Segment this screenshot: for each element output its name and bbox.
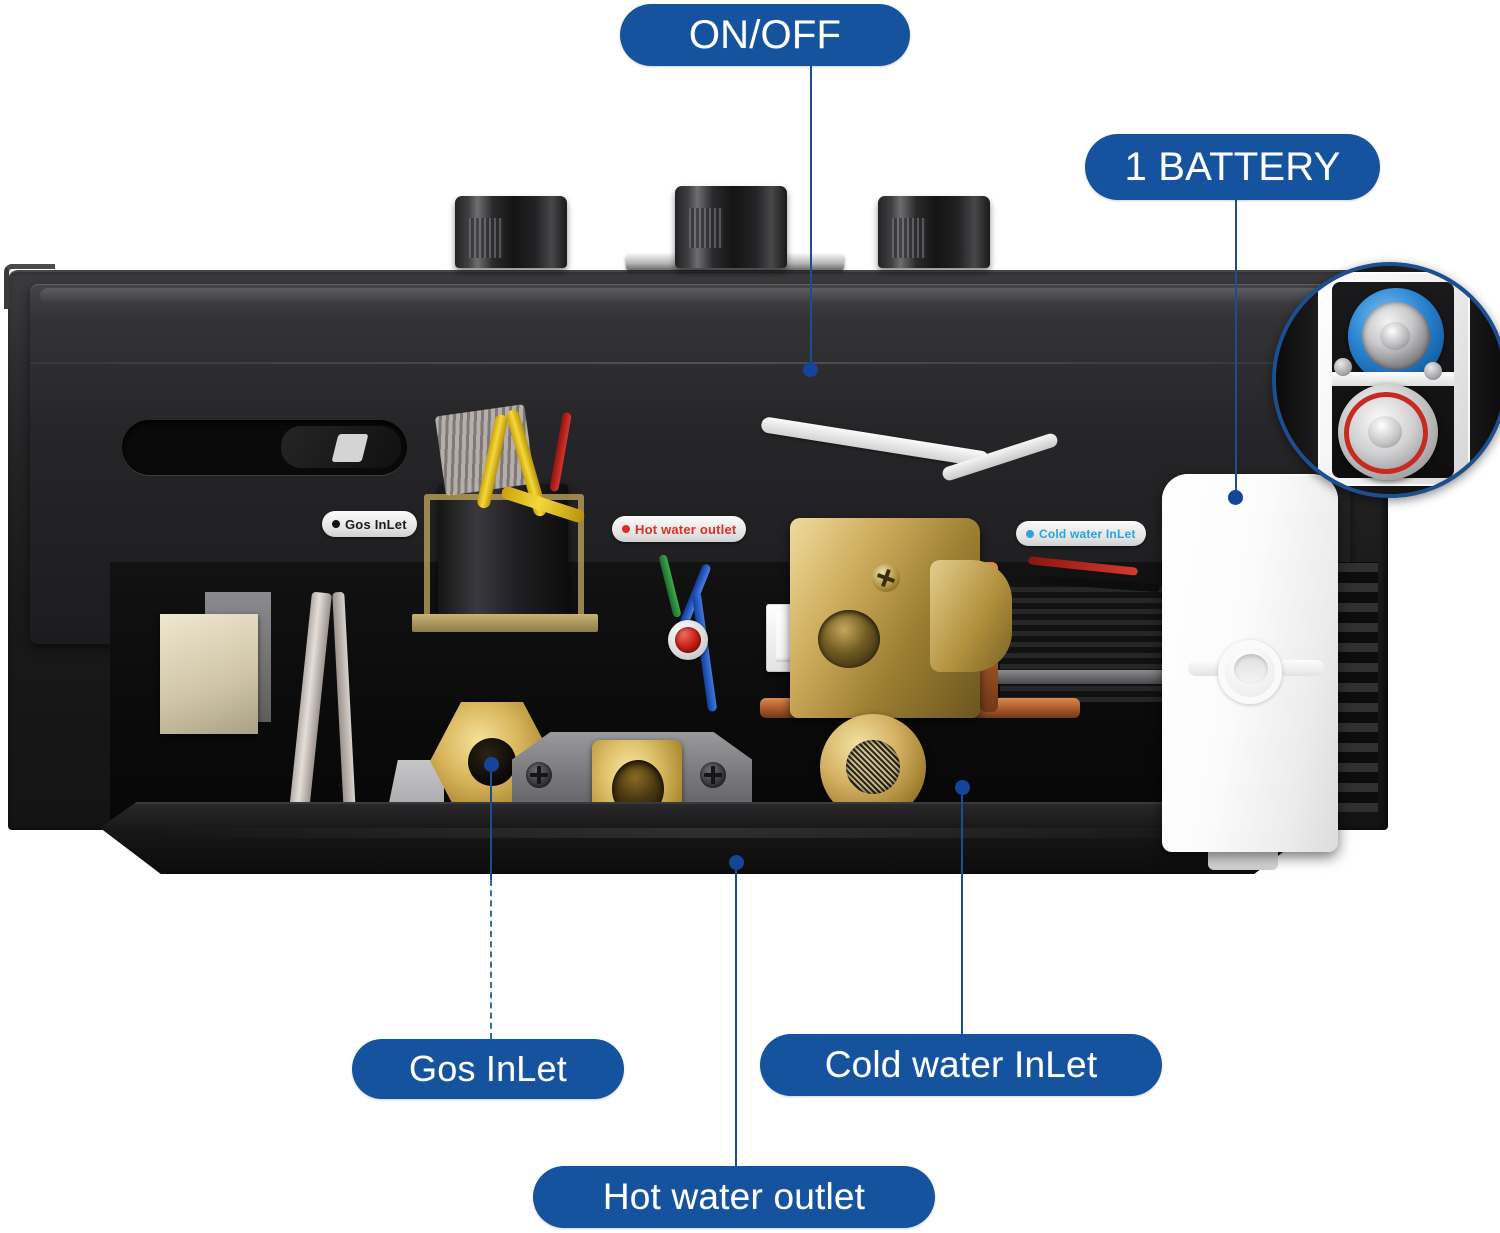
hot-outlet-sticker: Hot water outlet (612, 516, 747, 542)
bracket-screw-left (526, 762, 552, 788)
valve-lobe (930, 560, 1012, 672)
callout-badge-onoff[interactable]: ON/OFF (620, 4, 910, 66)
inset-battery-red-ring (1344, 392, 1428, 474)
valve-screw (872, 564, 900, 592)
led-lens (675, 627, 701, 653)
slot-vent (122, 420, 407, 475)
cold-inlet-filter-mesh (846, 740, 900, 794)
battery-knob-wing-right (1278, 660, 1324, 676)
inset-battery-nub-bottom (1368, 416, 1402, 448)
leader-line-gas-dashed (490, 880, 492, 1039)
leader-dot-cold (955, 780, 970, 795)
cold-sticker-text: Cold water InLet (1039, 526, 1136, 541)
inset-divider (1332, 372, 1454, 386)
heat-exchanger-bar (996, 670, 1216, 684)
bracket-screw-right (700, 762, 726, 788)
insulation-block (160, 614, 258, 734)
panel-seam (30, 362, 1350, 364)
battery-knob-recess (1234, 654, 1268, 684)
leader-dot-gas (484, 757, 499, 772)
hot-sticker-text: Hot water outlet (635, 521, 737, 537)
inset-screw-right (1424, 362, 1442, 380)
inset-battery-nub-top (1380, 322, 1410, 350)
gas-sticker-dot-icon (332, 520, 340, 528)
callout-badge-cold-inlet[interactable]: Cold water InLet (760, 1034, 1162, 1096)
callout-badge-battery[interactable]: 1 BATTERY (1085, 134, 1380, 200)
leader-line-battery (1235, 200, 1237, 497)
cold-sticker-dot-icon (1026, 529, 1034, 538)
battery-magnifier-inset (1272, 262, 1500, 498)
battery-cover-tab (1208, 848, 1278, 870)
leader-line-onoff (810, 66, 812, 368)
leader-dot-hot (729, 855, 744, 870)
gas-inlet-sticker: Gos InLet (322, 511, 417, 537)
water-flow-knob[interactable] (878, 196, 990, 268)
callout-label-cold-inlet: Cold water InLet (824, 1044, 1098, 1085)
solenoid-foot (412, 614, 598, 632)
leader-line-gas-solid (490, 764, 492, 880)
leader-line-cold (961, 787, 963, 1035)
callout-badge-gas-inlet[interactable]: Gos InLet (352, 1039, 624, 1099)
base-gloss (150, 828, 1250, 838)
callout-label-gas-inlet: Gos InLet (409, 1048, 567, 1089)
callout-label-hot-outlet: Hot water outlet (602, 1176, 866, 1217)
valve-port (818, 610, 880, 668)
callout-label-battery: 1 BATTERY (1124, 144, 1341, 189)
leader-dot-battery (1228, 490, 1243, 505)
callout-badge-hot-outlet[interactable]: Hot water outlet (533, 1166, 935, 1228)
product-photo (0, 186, 1420, 902)
leader-dot-onoff (803, 362, 818, 377)
leader-line-hot (735, 862, 737, 1167)
temperature-knob[interactable] (455, 196, 567, 268)
hot-sticker-dot-icon (622, 525, 630, 533)
gas-flow-knob[interactable] (675, 186, 787, 268)
inset-screw-left (1334, 358, 1352, 376)
power-indicator-led (668, 620, 708, 660)
gas-sticker-text: Gos InLet (345, 516, 407, 532)
base-shell (100, 802, 1315, 874)
cold-inlet-sticker: Cold water InLet (1016, 521, 1146, 546)
callout-label-onoff: ON/OFF (688, 12, 842, 57)
panel-highlight (40, 288, 1340, 304)
corner-bracket (4, 264, 55, 309)
